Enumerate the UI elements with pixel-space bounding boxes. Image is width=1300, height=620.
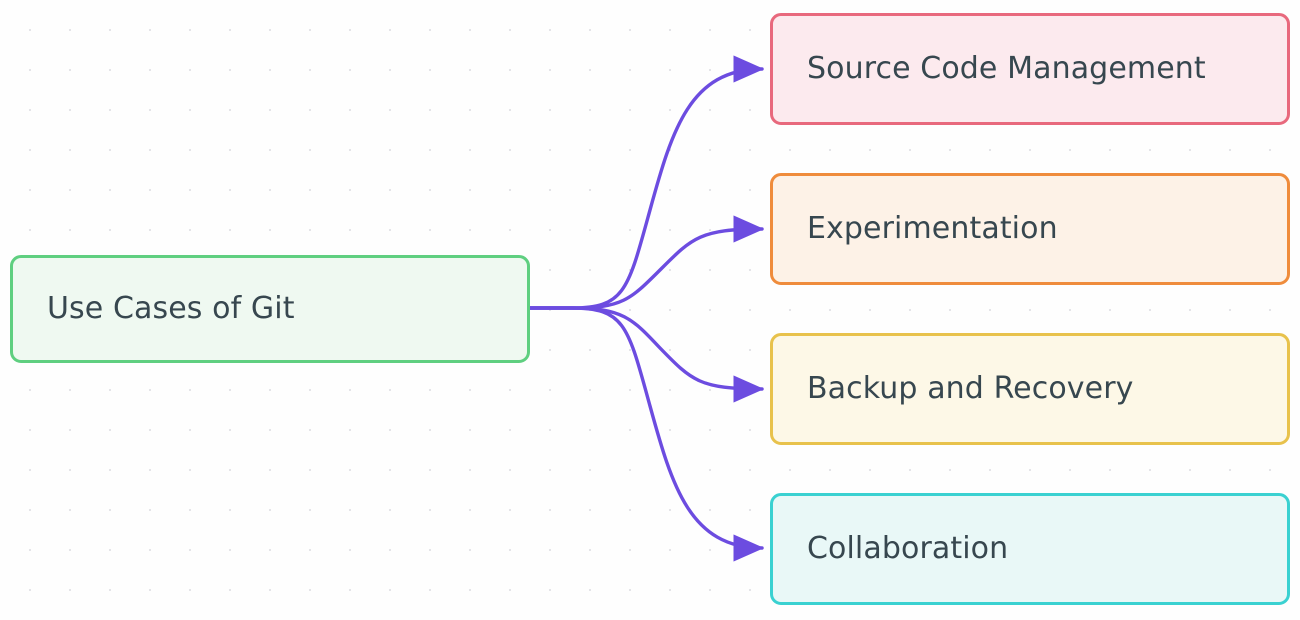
node-backup-and-recovery[interactable]: Backup and Recovery	[770, 333, 1290, 445]
edge-root-collaboration	[528, 306, 765, 562]
edge-root-source-code-management	[528, 55, 765, 310]
edge-root-experimentation	[528, 215, 765, 310]
node-source-code-management-label: Source Code Management	[807, 50, 1206, 86]
edge-root-backup-and-recovery	[528, 306, 765, 403]
node-backup-and-recovery-label: Backup and Recovery	[807, 370, 1134, 406]
node-collaboration[interactable]: Collaboration	[770, 493, 1290, 605]
node-source-code-management[interactable]: Source Code Management	[770, 13, 1290, 125]
node-experimentation[interactable]: Experimentation	[770, 173, 1290, 285]
node-root-label: Use Cases of Git	[47, 290, 295, 326]
node-experimentation-label: Experimentation	[807, 210, 1058, 246]
node-collaboration-label: Collaboration	[807, 530, 1009, 566]
node-root[interactable]: Use Cases of Git	[10, 255, 530, 363]
